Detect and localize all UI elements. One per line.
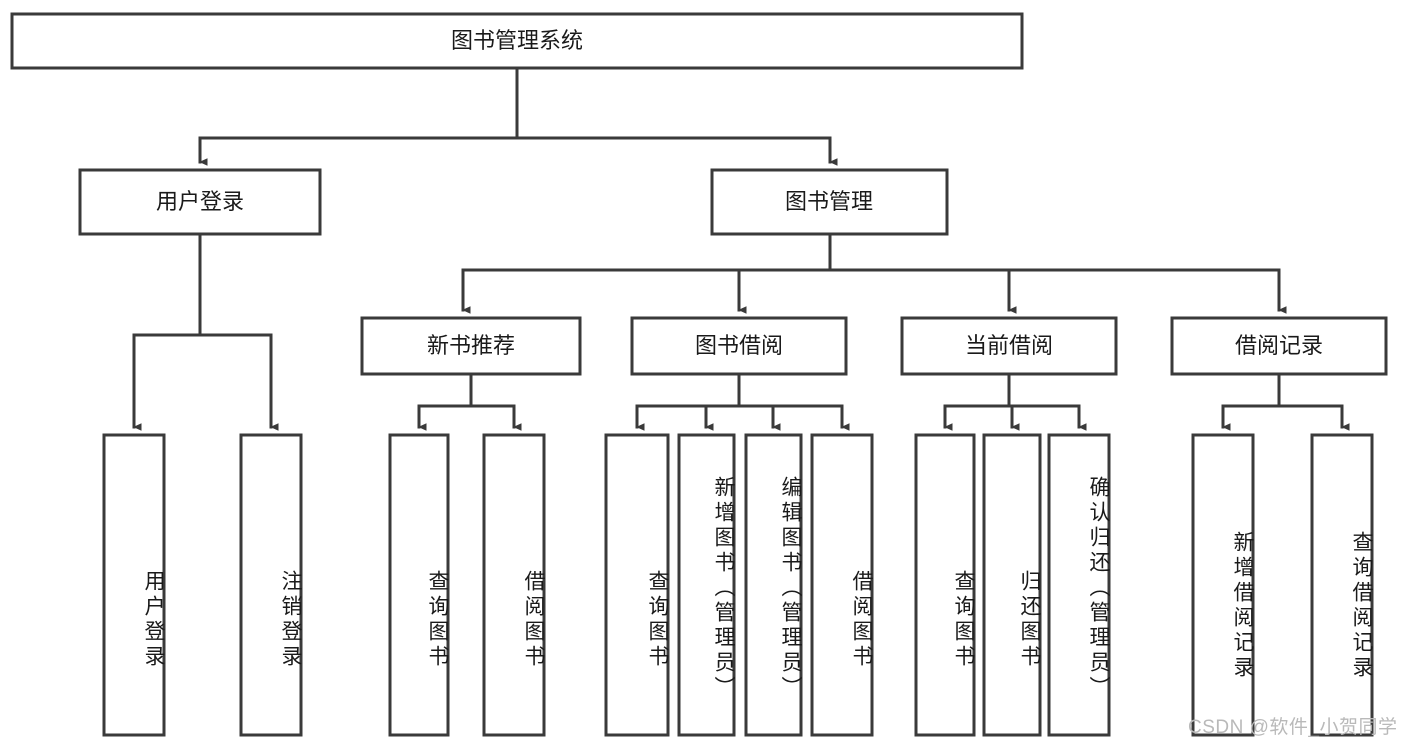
node-current-borrow-box[interactable] [900,316,1118,376]
node-leaf-query-book-1-box[interactable] [388,433,450,737]
node-borrow-record-box[interactable] [1170,316,1388,376]
node-root[interactable]: 图书管理系统 [10,12,1024,70]
node-user-login[interactable]: 用户登录 [78,168,322,236]
connector-group-book-manage [461,232,1287,314]
node-leaf-add-book-box[interactable] [677,433,736,737]
node-book-borrow[interactable]: 图书借阅 [630,316,848,376]
node-leaf-add-record-box[interactable] [1191,433,1255,737]
watermark-text: CSDN @软件_小贺同学 [1188,717,1398,738]
node-leaf-borrow-book-1-box[interactable] [482,433,546,737]
node-leaf-logout-box[interactable] [239,433,303,737]
connector-group-user-login [132,232,279,431]
node-leaf-edit-book-box[interactable] [744,433,803,737]
node-leaf-borrow-book-2-box[interactable] [810,433,874,737]
connector-group-borrow-record [1221,372,1350,431]
node-root-label: 图书管理系统 [451,28,583,53]
node-leaf-confirm-return-box[interactable] [1047,433,1111,737]
connector-group-book-borrow [635,372,850,431]
node-book-manage-box[interactable] [710,168,949,236]
node-leaf-query-book-3-box[interactable] [914,433,976,737]
node-user-login-label: 用户登录 [156,189,244,214]
node-current-borrow[interactable]: 当前借阅 [900,316,1118,376]
node-leaf-user-login-box[interactable] [102,433,166,737]
node-leaf-return-book-box[interactable] [982,433,1042,737]
node-leaf-query-record-box[interactable] [1310,433,1374,737]
node-new-book-rec-box[interactable] [360,316,582,376]
node-new-book-rec-label: 新书推荐 [427,333,515,358]
connector-group-current-borrow [943,372,1087,431]
node-book-borrow-label: 图书借阅 [695,333,783,358]
node-book-manage[interactable]: 图书管理 [710,168,949,236]
node-borrow-record[interactable]: 借阅记录 [1170,316,1388,376]
node-book-borrow-box[interactable] [630,316,848,376]
node-leaf-query-book-2-box[interactable] [604,433,670,737]
node-borrow-record-label: 借阅记录 [1235,333,1323,358]
node-user-login-box[interactable] [78,168,322,236]
node-new-book-rec[interactable]: 新书推荐 [360,316,582,376]
connector-group-new-book-rec [417,372,522,431]
node-book-manage-label: 图书管理 [785,189,873,214]
connector-group-root [198,66,838,166]
node-root-box[interactable] [10,12,1024,70]
node-current-borrow-label: 当前借阅 [965,333,1053,358]
